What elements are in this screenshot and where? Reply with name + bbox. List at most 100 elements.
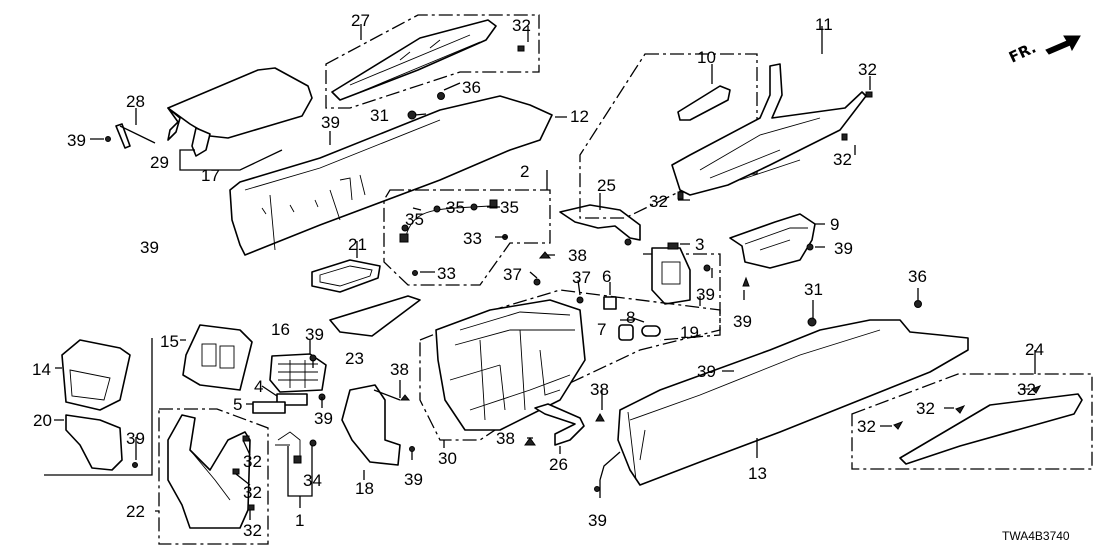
callout-8[interactable]: 8	[626, 308, 635, 327]
part-10-trim-strip[interactable]	[677, 85, 731, 121]
callout-9[interactable]: 9	[830, 215, 839, 234]
callout-16[interactable]: 16	[271, 320, 290, 339]
callout-39[interactable]: 39	[733, 312, 752, 331]
callout-11[interactable]: 11	[815, 15, 833, 34]
part-9-cup-holder[interactable]	[729, 213, 816, 269]
callout-32[interactable]: 32	[857, 417, 876, 436]
callout-39[interactable]: 39	[140, 238, 159, 257]
callout-35[interactable]: 35	[500, 198, 519, 217]
callout-36[interactable]: 36	[908, 267, 927, 286]
callout-36[interactable]: 36	[462, 78, 481, 97]
part-27-upper-trim[interactable]	[325, 14, 540, 109]
part-16-rear-vent[interactable]	[269, 353, 327, 393]
callout-18[interactable]: 18	[355, 479, 374, 498]
part-14-vent-bezel[interactable]	[61, 339, 131, 411]
callout-17[interactable]: 17	[201, 166, 220, 185]
part-30-console-box[interactable]	[419, 289, 721, 441]
callout-38[interactable]: 38	[568, 246, 587, 265]
callout-2[interactable]: 2	[520, 162, 529, 181]
part-23-mat[interactable]	[329, 295, 421, 337]
callout-33[interactable]: 33	[463, 229, 482, 248]
callout-31[interactable]: 31	[370, 106, 389, 125]
part-6-switch[interactable]	[603, 296, 617, 310]
part-24-trim-strip[interactable]	[851, 373, 1093, 470]
part-21-tray[interactable]	[311, 259, 381, 293]
part-2-harness[interactable]	[383, 189, 551, 286]
callout-39[interactable]: 39	[588, 511, 607, 530]
callout-19[interactable]: 19	[680, 323, 699, 342]
callout-32[interactable]: 32	[833, 150, 852, 169]
part-7-switch[interactable]	[618, 324, 634, 341]
part-1-cable[interactable]	[275, 431, 317, 464]
callout-34[interactable]: 34	[303, 471, 322, 490]
callout-31[interactable]: 31	[804, 280, 823, 299]
clip-36-icon	[437, 92, 445, 100]
arrow-right-icon	[1045, 35, 1081, 55]
clip-36-icon	[914, 300, 922, 308]
callout-39[interactable]: 39	[314, 409, 333, 428]
part-20-lower-pocket[interactable]	[65, 414, 123, 471]
callout-39[interactable]: 39	[834, 239, 853, 258]
part-26-bracket[interactable]	[534, 403, 585, 446]
part-15-vent-panel[interactable]	[182, 324, 253, 391]
callout-30[interactable]: 30	[438, 449, 457, 468]
callout-39[interactable]: 39	[321, 113, 340, 132]
callout-32[interactable]: 32	[1017, 380, 1036, 399]
callout-39[interactable]: 39	[697, 362, 716, 381]
callout-20[interactable]: 20	[33, 411, 52, 430]
callout-39[interactable]: 39	[126, 429, 145, 448]
callout-39[interactable]: 39	[696, 285, 715, 304]
callout-25[interactable]: 25	[597, 176, 616, 195]
part-armrest-lid[interactable]	[167, 67, 313, 157]
callout-22[interactable]: 22	[126, 502, 145, 521]
callout-33[interactable]: 33	[437, 264, 456, 283]
callout-10[interactable]: 10	[697, 48, 716, 67]
part-25-bracket[interactable]	[559, 204, 641, 246]
callout-39[interactable]: 39	[67, 131, 86, 150]
callout-32[interactable]: 32	[243, 521, 262, 540]
callout-32[interactable]: 32	[243, 483, 262, 502]
callout-32[interactable]: 32	[649, 192, 668, 211]
callout-14[interactable]: 14	[32, 360, 51, 379]
callout-39[interactable]: 39	[305, 325, 324, 344]
callout-6[interactable]: 6	[602, 267, 611, 286]
callout-3[interactable]: 3	[695, 235, 704, 254]
callout-38[interactable]: 38	[590, 380, 609, 399]
callout-24[interactable]: 24	[1025, 340, 1044, 359]
part-22-rear-cover[interactable]	[158, 408, 269, 545]
callout-7[interactable]: 7	[597, 320, 606, 339]
callout-38[interactable]: 38	[496, 429, 515, 448]
part-11-upper-panel[interactable]	[579, 53, 873, 219]
part-4-switch[interactable]	[276, 393, 308, 406]
callout-29[interactable]: 29	[150, 153, 169, 172]
screw-icon	[105, 136, 111, 142]
callout-1[interactable]: 1	[295, 511, 304, 530]
callout-32[interactable]: 32	[916, 399, 935, 418]
callout-13[interactable]: 13	[748, 464, 767, 483]
callout-37[interactable]: 37	[572, 268, 591, 287]
callout-39[interactable]: 39	[404, 470, 423, 489]
callout-32[interactable]: 32	[512, 16, 531, 35]
part-5-switch[interactable]	[252, 401, 286, 414]
callout-35[interactable]: 35	[446, 198, 465, 217]
part-8-switch[interactable]	[641, 325, 661, 337]
callout-21[interactable]: 21	[348, 235, 367, 254]
callout-27[interactable]: 27	[351, 11, 370, 30]
callout-26[interactable]: 26	[549, 455, 568, 474]
callout-37[interactable]: 37	[503, 265, 522, 284]
callout-15[interactable]: 15	[160, 332, 179, 351]
callout-23[interactable]: 23	[345, 349, 364, 368]
callout-32[interactable]: 32	[858, 60, 877, 79]
callout-38[interactable]: 38	[390, 360, 409, 379]
callout-32[interactable]: 32	[243, 452, 262, 471]
callout-35[interactable]: 35	[405, 210, 424, 229]
part-12-side-panel[interactable]	[229, 92, 553, 256]
part-13-side-panel[interactable]	[617, 300, 969, 486]
callout-4[interactable]: 4	[254, 377, 263, 396]
callout-28[interactable]: 28	[126, 92, 145, 111]
part-28-hinge-rod[interactable]	[105, 123, 156, 149]
callout-12[interactable]: 12	[570, 107, 589, 126]
callout-5[interactable]: 5	[233, 395, 242, 414]
